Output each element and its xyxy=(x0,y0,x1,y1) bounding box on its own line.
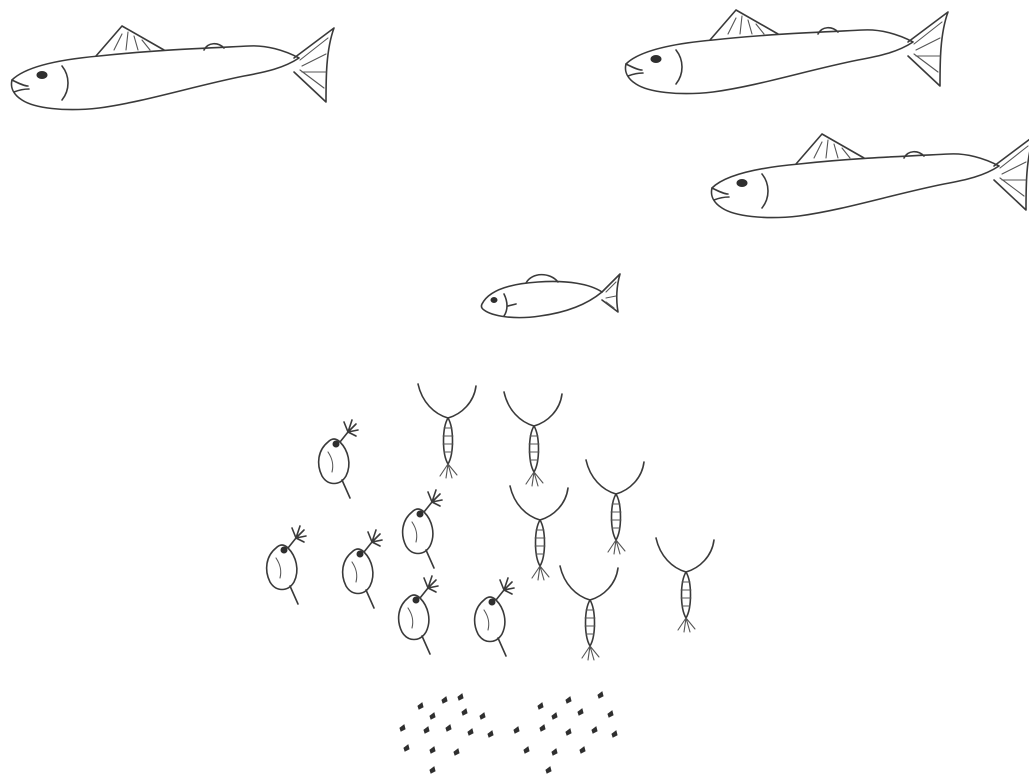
water-flea-icon xyxy=(319,420,358,498)
large-fish-icon xyxy=(711,134,1029,218)
phytoplankton-speck-icon xyxy=(418,703,423,709)
phytoplankton-speck-icon xyxy=(540,725,545,731)
large-fish-icon xyxy=(625,10,948,94)
phytoplankton-speck-icon xyxy=(462,709,467,715)
phytoplankton-speck-icon xyxy=(524,747,529,753)
phytoplankton-speck-icon xyxy=(424,727,429,733)
phytoplankton-speck-icon xyxy=(578,709,583,715)
phytoplankton-speck-icon xyxy=(598,692,603,698)
phytoplankton-speck-icon xyxy=(430,747,435,753)
large-fish-icon xyxy=(11,26,334,110)
phytoplankton-speck-icon xyxy=(458,694,463,700)
phytoplankton-speck-icon xyxy=(446,725,451,731)
phytoplankton-speck-icon xyxy=(480,713,485,719)
phytoplankton-speck-icon xyxy=(566,729,571,735)
phytoplankton-speck-icon xyxy=(514,727,519,733)
water-flea-icon xyxy=(343,530,382,608)
phytoplankton-group xyxy=(400,692,617,773)
phytoplankton-speck-icon xyxy=(566,697,571,703)
water-flea-icon xyxy=(267,526,306,604)
phytoplankton-speck-icon xyxy=(612,731,617,737)
water-flea-icon xyxy=(403,490,442,568)
copepod-icon xyxy=(560,566,618,660)
copepod-icon xyxy=(656,538,714,632)
phytoplankton-speck-icon xyxy=(592,727,597,733)
phytoplankton-speck-icon xyxy=(468,729,473,735)
copepod-icon xyxy=(586,460,644,554)
copepod-icon xyxy=(504,392,562,486)
phytoplankton-speck-icon xyxy=(488,731,493,737)
phytoplankton-speck-icon xyxy=(552,713,557,719)
small-fish-icon xyxy=(481,274,620,318)
phytoplankton-speck-icon xyxy=(546,767,551,773)
phytoplankton-speck-icon xyxy=(430,713,435,719)
water-flea-icon xyxy=(399,576,438,654)
phytoplankton-speck-icon xyxy=(552,749,557,755)
copepod-icon xyxy=(418,384,476,478)
phytoplankton-speck-icon xyxy=(442,697,447,703)
water-flea-icon xyxy=(475,578,514,656)
phytoplankton-speck-icon xyxy=(580,747,585,753)
phytoplankton-speck-icon xyxy=(454,749,459,755)
phytoplankton-speck-icon xyxy=(404,745,409,751)
phytoplankton-speck-icon xyxy=(538,703,543,709)
phytoplankton-speck-icon xyxy=(608,711,613,717)
phytoplankton-speck-icon xyxy=(430,767,435,773)
phytoplankton-speck-icon xyxy=(400,725,405,731)
